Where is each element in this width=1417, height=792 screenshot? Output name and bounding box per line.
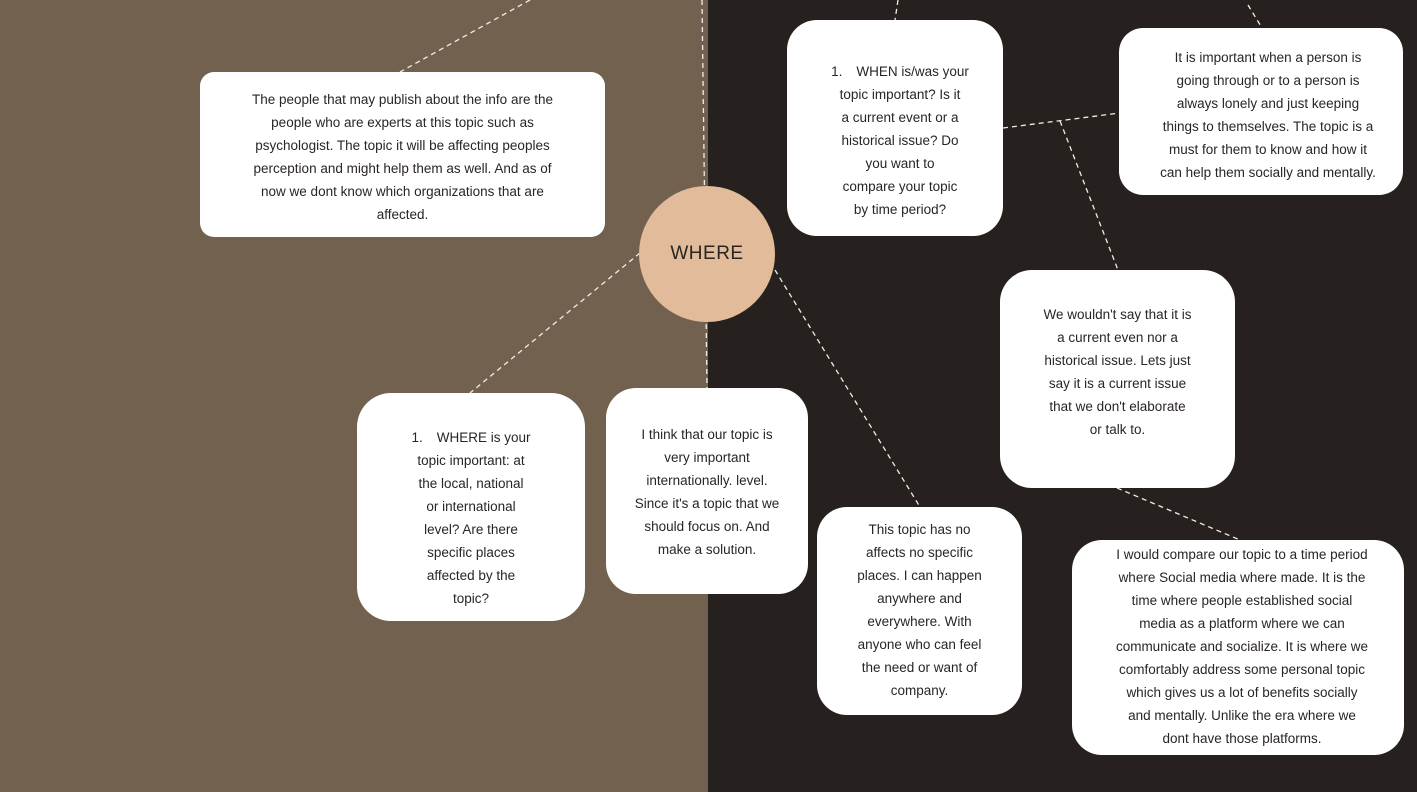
importance-answer-card: It is important when a person is going t… — [1119, 28, 1403, 195]
time-period-answer-text: I would compare our topic to a time peri… — [1115, 547, 1369, 746]
where-question-number: 1. — [411, 430, 423, 445]
when-question-card: 1.WHEN is/was your topic important? Is i… — [787, 20, 1003, 236]
importance-answer-text: It is important when a person is going t… — [1160, 50, 1376, 180]
current-issue-text: We wouldn't say that it is a current eve… — [1043, 307, 1192, 437]
international-answer-text: I think that our topic is very important… — [634, 427, 780, 557]
where-question-card: 1.WHERE is your topic important: at the … — [357, 393, 585, 621]
when-question-text: WHEN is/was your topic important? Is it … — [839, 64, 969, 217]
where-question-text: WHERE is your topic important: at the lo… — [417, 430, 531, 606]
publishers-text: The people that may publish about the in… — [252, 92, 553, 222]
when-question-number: 1. — [831, 64, 843, 79]
international-answer-card: I think that our topic is very important… — [606, 388, 808, 594]
time-period-answer-card: I would compare our topic to a time peri… — [1072, 540, 1404, 755]
places-answer-text: This topic has no affects no specific pl… — [857, 522, 982, 698]
current-issue-card: We wouldn't say that it is a current eve… — [1000, 270, 1235, 488]
where-hub-circle: WHERE — [639, 186, 775, 322]
places-answer-card: This topic has no affects no specific pl… — [817, 507, 1022, 715]
hub-label: WHERE — [670, 243, 744, 264]
publishers-card: The people that may publish about the in… — [200, 72, 605, 237]
